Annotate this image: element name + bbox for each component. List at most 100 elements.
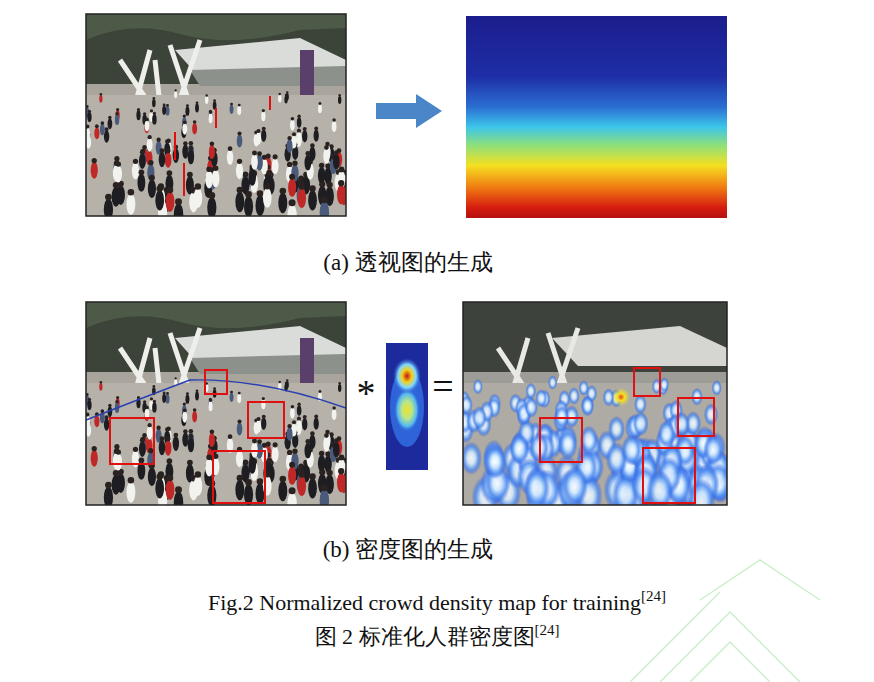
person-head (289, 462, 295, 468)
person-head (289, 487, 296, 494)
person (261, 399, 265, 409)
person (104, 130, 109, 143)
person-head (339, 167, 345, 173)
person (297, 476, 306, 496)
person (155, 190, 164, 210)
person (296, 419, 301, 432)
person-head (100, 93, 102, 95)
person (145, 120, 150, 131)
person-head (327, 182, 333, 188)
person-head (266, 170, 272, 176)
person-head (279, 93, 281, 95)
person-head (237, 187, 243, 193)
person-head (193, 120, 197, 124)
person-head (148, 448, 153, 453)
density-blob (608, 416, 625, 442)
person (288, 178, 296, 197)
person (165, 152, 172, 167)
person-head (160, 148, 165, 153)
person-head (148, 135, 152, 139)
person (237, 422, 243, 435)
person (244, 196, 253, 216)
person (333, 154, 340, 170)
person (126, 194, 135, 215)
person (165, 462, 173, 480)
person (162, 106, 166, 115)
person (256, 420, 261, 433)
person-head (156, 185, 162, 191)
person-head (186, 392, 189, 395)
person-head (189, 429, 194, 434)
person-head (166, 392, 169, 395)
person-head (338, 94, 341, 97)
person-head (334, 438, 339, 443)
person (104, 418, 109, 431)
person-head (228, 434, 233, 439)
person-head (252, 439, 257, 444)
person-head (116, 161, 121, 166)
person-head (166, 437, 171, 442)
person-head (116, 396, 119, 399)
person (304, 155, 311, 171)
person (174, 491, 184, 505)
person-head (305, 151, 310, 156)
person (182, 144, 188, 158)
person (174, 203, 184, 216)
person (99, 95, 102, 103)
density-blob (658, 420, 676, 447)
density-blob (463, 442, 482, 475)
density-blob (548, 375, 557, 390)
person-head (297, 403, 300, 406)
person (212, 170, 220, 188)
person-head (287, 450, 292, 455)
person (182, 411, 187, 423)
person (297, 405, 302, 416)
person-head (195, 471, 201, 477)
citation-mark: [24] (535, 622, 560, 638)
person-head (156, 138, 160, 142)
person-head (319, 451, 324, 456)
person (94, 127, 99, 139)
citation-mark: [24] (641, 588, 666, 604)
person (148, 467, 156, 486)
person-head (287, 136, 291, 140)
person-head (262, 127, 266, 131)
person (185, 394, 189, 403)
person-head (139, 169, 145, 175)
person-head (299, 471, 305, 477)
person (159, 440, 166, 455)
density-blob (463, 395, 473, 415)
person (148, 179, 156, 198)
person-head (209, 398, 212, 401)
person-head (209, 111, 212, 114)
person-head (210, 429, 215, 434)
person-head (273, 442, 278, 447)
crowd-photo (86, 14, 346, 216)
person-head (206, 167, 212, 173)
person-head (289, 174, 295, 180)
person-head (137, 108, 140, 111)
person-head (88, 398, 91, 401)
person (320, 201, 329, 216)
person-head (92, 158, 97, 163)
person (192, 123, 197, 135)
person-head (143, 112, 146, 115)
person-head (321, 484, 328, 491)
person (261, 111, 265, 121)
person (308, 190, 317, 210)
person-head (292, 448, 297, 453)
person-head (209, 110, 212, 113)
person (237, 394, 241, 403)
person-head (196, 389, 199, 392)
photo-frame (86, 14, 346, 216)
person (195, 103, 199, 112)
photo-frame (86, 302, 346, 505)
person (136, 110, 140, 120)
person (152, 114, 156, 124)
person (263, 188, 272, 208)
person (323, 437, 329, 452)
person-head (303, 415, 307, 419)
density-blob (472, 406, 487, 429)
person-head (213, 99, 216, 102)
person-head (310, 143, 315, 148)
